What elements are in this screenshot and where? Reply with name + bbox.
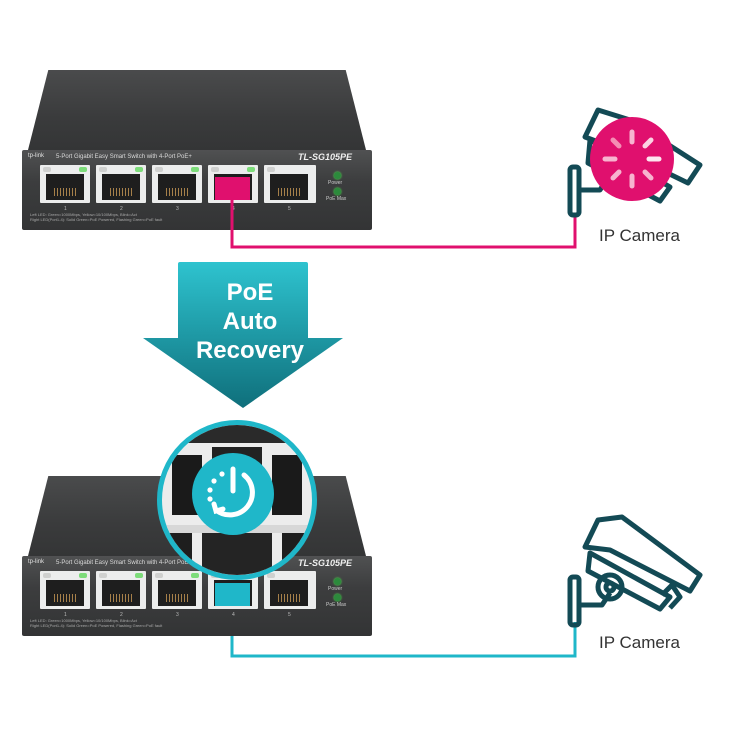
port-1 xyxy=(40,571,90,609)
port-number: 4 xyxy=(232,612,235,618)
arrow-line-3: Recovery xyxy=(195,337,305,364)
port-number: 2 xyxy=(120,612,123,618)
poe-max-led xyxy=(334,594,341,601)
top-switch: tp-link 5-Port Gigabit Easy Smart Switch… xyxy=(22,70,372,240)
switch-description: 5-Port Gigabit Easy Smart Switch with 4-… xyxy=(56,560,192,566)
port-1 xyxy=(40,165,90,203)
port-number: 1 xyxy=(64,612,67,618)
loading-spinner-icon xyxy=(602,129,662,189)
power-led-label: Power xyxy=(328,586,343,592)
switch-top-panel xyxy=(28,70,366,150)
bottom-camera-icon xyxy=(567,514,703,628)
port-5 xyxy=(264,571,316,609)
power-led-label: Power xyxy=(328,180,343,186)
led-legend: Left LED: Green=1000Mbps, Yellow=10/100M… xyxy=(30,618,137,623)
switch-model: TL-SG105PE xyxy=(297,558,352,568)
arrow-line-2: Auto xyxy=(222,308,278,335)
port-number: 5 xyxy=(288,612,291,618)
down-arrow xyxy=(143,262,343,408)
recovered-plug xyxy=(215,583,250,606)
arrow-line-1: PoE xyxy=(226,279,274,306)
fault-indicator xyxy=(590,117,674,201)
poe-max-label: PoE Max xyxy=(326,602,347,608)
fault-cable xyxy=(230,183,577,249)
port-number: 1 xyxy=(64,206,67,212)
switch-front-panel: tp-link 5-Port Gigabit Easy Smart Switch… xyxy=(22,556,372,636)
bottom-camera-label: IP Camera xyxy=(599,633,680,652)
port-number: 2 xyxy=(120,206,123,212)
port-number: 5 xyxy=(288,206,291,212)
poe-max-label: PoE Max xyxy=(326,196,347,202)
led-legend: Right LED(Port1-4): Solid Green=PoE Powe… xyxy=(30,217,163,222)
port-5 xyxy=(264,165,316,203)
top-camera-icon xyxy=(567,107,703,218)
arrow-label: PoE Auto Recovery xyxy=(132,278,368,365)
top-camera-label: IP Camera xyxy=(599,226,680,245)
port-number: 3 xyxy=(176,206,179,212)
power-led xyxy=(334,578,341,585)
port-3 xyxy=(152,165,202,203)
switch-model: TL-SG105PE xyxy=(297,152,352,162)
poe-max-led xyxy=(334,188,341,195)
port-3 xyxy=(152,571,202,609)
port-number: 3 xyxy=(176,612,179,618)
port-2 xyxy=(96,165,146,203)
power-restart-icon xyxy=(192,453,274,535)
switch-front-panel: tp-link 5-Port Gigabit Easy Smart Switch… xyxy=(22,150,372,230)
led-legend: Right LED(Port1-4): Solid Green=PoE Powe… xyxy=(30,623,163,628)
port-2 xyxy=(96,571,146,609)
led-legend: Left LED: Green=1000Mbps, Yellow=10/100M… xyxy=(30,212,137,217)
power-led xyxy=(334,172,341,179)
switch-description: 5-Port Gigabit Easy Smart Switch with 4-… xyxy=(56,154,192,160)
brand-logo: tp-link xyxy=(28,559,45,565)
brand-logo: tp-link xyxy=(28,153,45,159)
